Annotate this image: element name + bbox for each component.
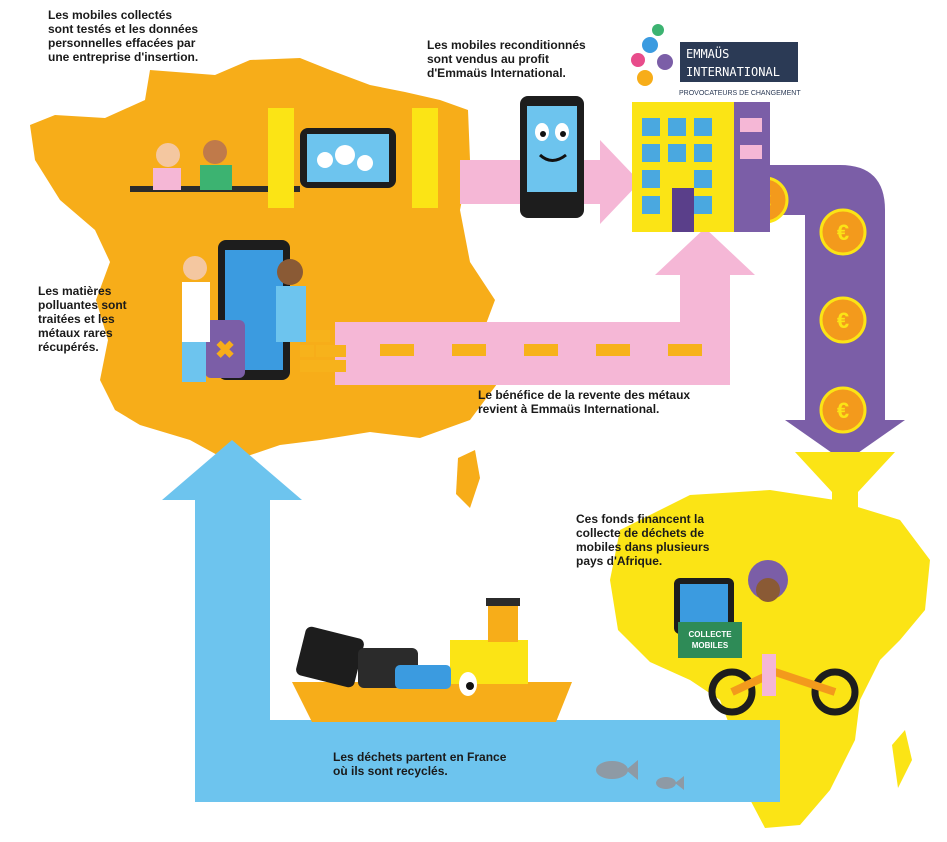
madagascar-island [892, 730, 912, 788]
gold-bars-stack [300, 330, 346, 372]
testing-station-illustration [130, 108, 438, 208]
corsica-island [456, 450, 480, 508]
svg-text:€: € [837, 220, 849, 245]
caption-metals-profit: Le bénéfice de la revente des métaux rev… [478, 388, 691, 416]
recycling-workshop-illustration: ✖ [182, 240, 306, 382]
cargo-ship-illustration [292, 598, 572, 722]
pink-arrow-metals [335, 228, 755, 385]
gold-bars-row [380, 344, 702, 356]
caption-waste-shipping: Les déchets partent en France où ils son… [333, 750, 507, 778]
caption-africa-funds: Ces fonds financent la collecte de déche… [576, 512, 710, 568]
caption-testing: Les mobiles collectés sont testés et les… [48, 8, 199, 64]
euro-coin: € [819, 208, 867, 256]
emmaus-building [632, 102, 770, 232]
svg-text:EMMAÜS: EMMAÜS [686, 45, 729, 61]
motorbike-courier-illustration: COLLECTE MOBILES [674, 560, 859, 716]
caption-pollutants: Les matières polluantes sont traitées et… [38, 284, 127, 354]
phone-character [520, 96, 584, 218]
emmaus-logo: EMMAÜS INTERNATIONAL PROVOCATEURS DE CHA… [631, 24, 801, 97]
svg-text:MOBILES: MOBILES [692, 641, 729, 650]
caption-sale: Les mobiles reconditionnés sont vendus a… [427, 38, 586, 80]
svg-text:COLLECTE: COLLECTE [688, 630, 732, 639]
svg-text:€: € [837, 308, 849, 333]
euro-coin: € [819, 386, 867, 434]
svg-text:€: € [837, 398, 849, 423]
svg-text:INTERNATIONAL: INTERNATIONAL [686, 65, 780, 79]
svg-text:✖: ✖ [215, 337, 235, 364]
euro-coin: € [819, 296, 867, 344]
fish-illustration [596, 760, 684, 790]
funnel [795, 452, 895, 520]
blue-arrow-recycling [162, 440, 780, 802]
svg-text:PROVOCATEURS DE CHANGEMENT: PROVOCATEURS DE CHANGEMENT [679, 90, 801, 97]
